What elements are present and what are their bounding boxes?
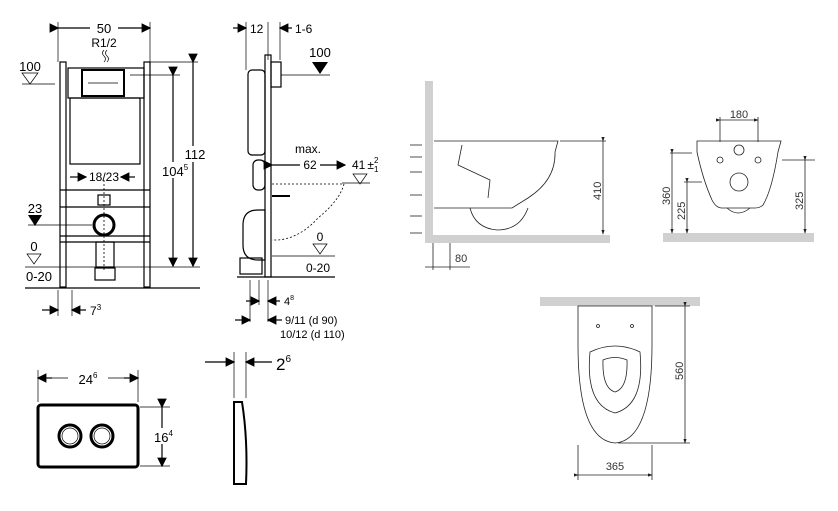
bowl-width-label: 365	[606, 461, 624, 473]
tolerance-plus: 2	[374, 156, 379, 165]
plate-height-label: 164	[154, 429, 173, 445]
level-drain-label: 23	[28, 201, 42, 216]
frame-front-view: 50 R1/2 112 1045 18/23 100 23 0 0-20	[19, 20, 207, 318]
spacing-label: 18/23	[89, 170, 119, 184]
side-level-floor-label: 0	[317, 230, 324, 244]
thread-label: R1/2	[91, 36, 117, 50]
plate-depth-label: 26	[276, 354, 291, 374]
d110-label: 10/12 (d 110)	[280, 329, 345, 341]
bowl-top-view: 560 365	[540, 297, 700, 480]
plate-width-label: 246	[79, 371, 98, 387]
max-label: max.	[295, 142, 321, 156]
seat-height-label: 41±	[352, 158, 374, 172]
height-total-label: 112	[185, 147, 206, 162]
height-inner-label: 1045	[162, 163, 189, 179]
wall-offset-label: 80	[455, 253, 467, 265]
bowl-side-view: 410 80	[410, 81, 610, 270]
pipe-offset-label: 48	[284, 295, 294, 308]
height-360-label: 360	[661, 187, 673, 205]
wall-gap-label: 1-6	[295, 22, 313, 36]
width-label: 50	[97, 21, 111, 36]
floor-range-label: 0-20	[26, 269, 52, 284]
bolt-spacing-label: 180	[730, 109, 748, 121]
side-floor-range-label: 0-20	[306, 261, 330, 275]
projection-label: 62	[303, 158, 317, 172]
frame-side-view: 12 1-6 100 max. 62 41± 2 1 0 0-20 48 9/1…	[233, 22, 379, 341]
height-225-label: 225	[676, 202, 688, 220]
offset-label: 73	[90, 303, 102, 318]
d90-label: 9/11 (d 90)	[285, 315, 337, 327]
bowl-front-view: 180 360 225 325	[661, 109, 815, 242]
tolerance-minus: 1	[374, 165, 379, 174]
level-top-label: 100	[19, 59, 41, 74]
side-level-top-label: 100	[309, 45, 331, 60]
flush-plate-views: 246 164 26	[36, 352, 291, 485]
level-floor-label: 0	[30, 239, 37, 254]
depth-label: 12	[250, 22, 264, 36]
bowl-height-label: 410	[592, 182, 604, 200]
bowl-length-label: 560	[674, 362, 686, 380]
height-325-label: 325	[794, 192, 806, 210]
